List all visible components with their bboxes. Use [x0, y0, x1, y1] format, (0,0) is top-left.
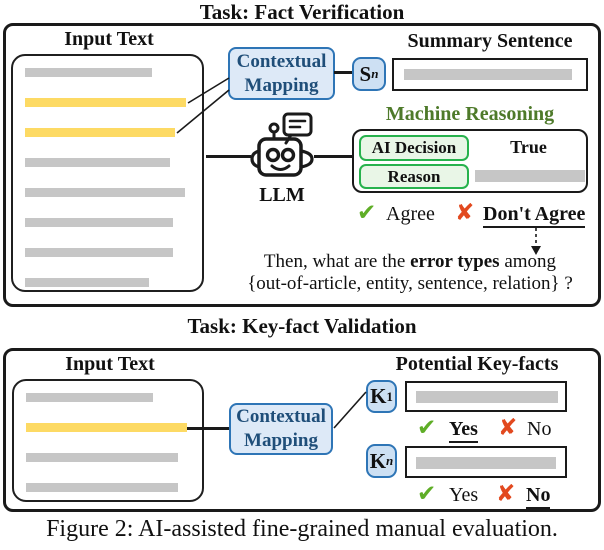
highlighted-text-line [25, 98, 186, 107]
text-line [25, 218, 173, 227]
contextual-mapping-line2: Mapping [244, 74, 319, 96]
ai-decision-pill: AI Decision [359, 135, 469, 161]
reason-pill: Reason [359, 164, 469, 189]
decision-value: True [510, 137, 547, 157]
connector-highlight-to-cmap [187, 427, 229, 430]
badge-base: K [369, 448, 387, 473]
text-line [26, 483, 178, 492]
machine-reasoning-box: AI Decision True Reason [352, 129, 588, 193]
badge-base: K [370, 384, 387, 408]
text-line [25, 248, 173, 257]
keyfact-1-yes: Yes [449, 418, 478, 443]
connector-llm-to-reasoning [314, 155, 352, 158]
text-line [26, 453, 178, 462]
question-line2: {out-of-article, entity, sentence, relat… [247, 273, 573, 294]
contextual-mapping-line1: Contextual [236, 406, 326, 427]
connector-cmap-to-sn [334, 71, 352, 74]
input-text-document-2 [12, 379, 204, 502]
keyfact-1-placeholder [416, 391, 558, 403]
question-post: among [499, 251, 557, 272]
check-icon: ✔ [417, 481, 437, 507]
text-line [25, 278, 149, 287]
cross-icon: ✘ [496, 481, 516, 507]
contextual-mapping-line2: Mapping [244, 430, 318, 451]
keyfact-n-yes: Yes [449, 484, 479, 506]
cross-icon: ✘ [455, 200, 475, 226]
text-line [25, 158, 170, 167]
check-icon: ✔ [417, 415, 437, 441]
summary-sentence-label: Summary Sentence [407, 30, 573, 52]
check-icon: ✔ [357, 200, 377, 226]
input-text-document [11, 54, 204, 292]
badge-base: S [359, 61, 372, 86]
fact-verification-title: Task: Fact Verification [199, 0, 405, 24]
connector-doc-to-llm [206, 155, 251, 158]
keyfact-n-no: No [526, 484, 551, 509]
keyfact-1-box [405, 381, 567, 412]
highlighted-text-line [25, 128, 175, 137]
text-line [25, 188, 185, 197]
arrow-down-icon [531, 228, 541, 255]
agree-label: Agree [386, 203, 435, 225]
input-text-label: Input Text [64, 28, 154, 50]
dont-agree-label: Don't Agree [483, 203, 586, 228]
machine-reasoning-label: Machine Reasoning [385, 103, 555, 125]
summary-sentence-box [392, 58, 588, 91]
potential-keyfacts-label: Potential Key-facts [395, 353, 559, 375]
keyfact-n-box [405, 446, 567, 478]
text-line [25, 68, 152, 77]
input-text-label-2: Input Text [65, 353, 155, 375]
llm-label: LLM [259, 184, 305, 206]
contextual-mapping-box: Contextual Mapping [228, 47, 335, 100]
summary-text-placeholder [404, 69, 572, 80]
question-pre: Then, what are the [263, 251, 411, 272]
highlighted-text-line [26, 423, 187, 432]
cross-icon: ✘ [498, 415, 518, 441]
question-bold: error types [410, 251, 500, 272]
keyfact-1-no: No [527, 418, 552, 440]
contextual-mapping-box-2: Contextual Mapping [229, 403, 333, 455]
keyfact-n-placeholder [416, 457, 556, 469]
figure-caption: Figure 2: AI-assisted fine-grained manua… [46, 516, 558, 542]
reason-text-placeholder [475, 170, 585, 182]
text-line [26, 393, 153, 402]
error-type-question: Then, what are the error types among {ou… [228, 251, 592, 295]
llm-robot-icon [250, 112, 314, 177]
keyfact-validation-title: Task: Key-fact Validation [187, 314, 417, 338]
contextual-mapping-line1: Contextual [236, 50, 327, 72]
